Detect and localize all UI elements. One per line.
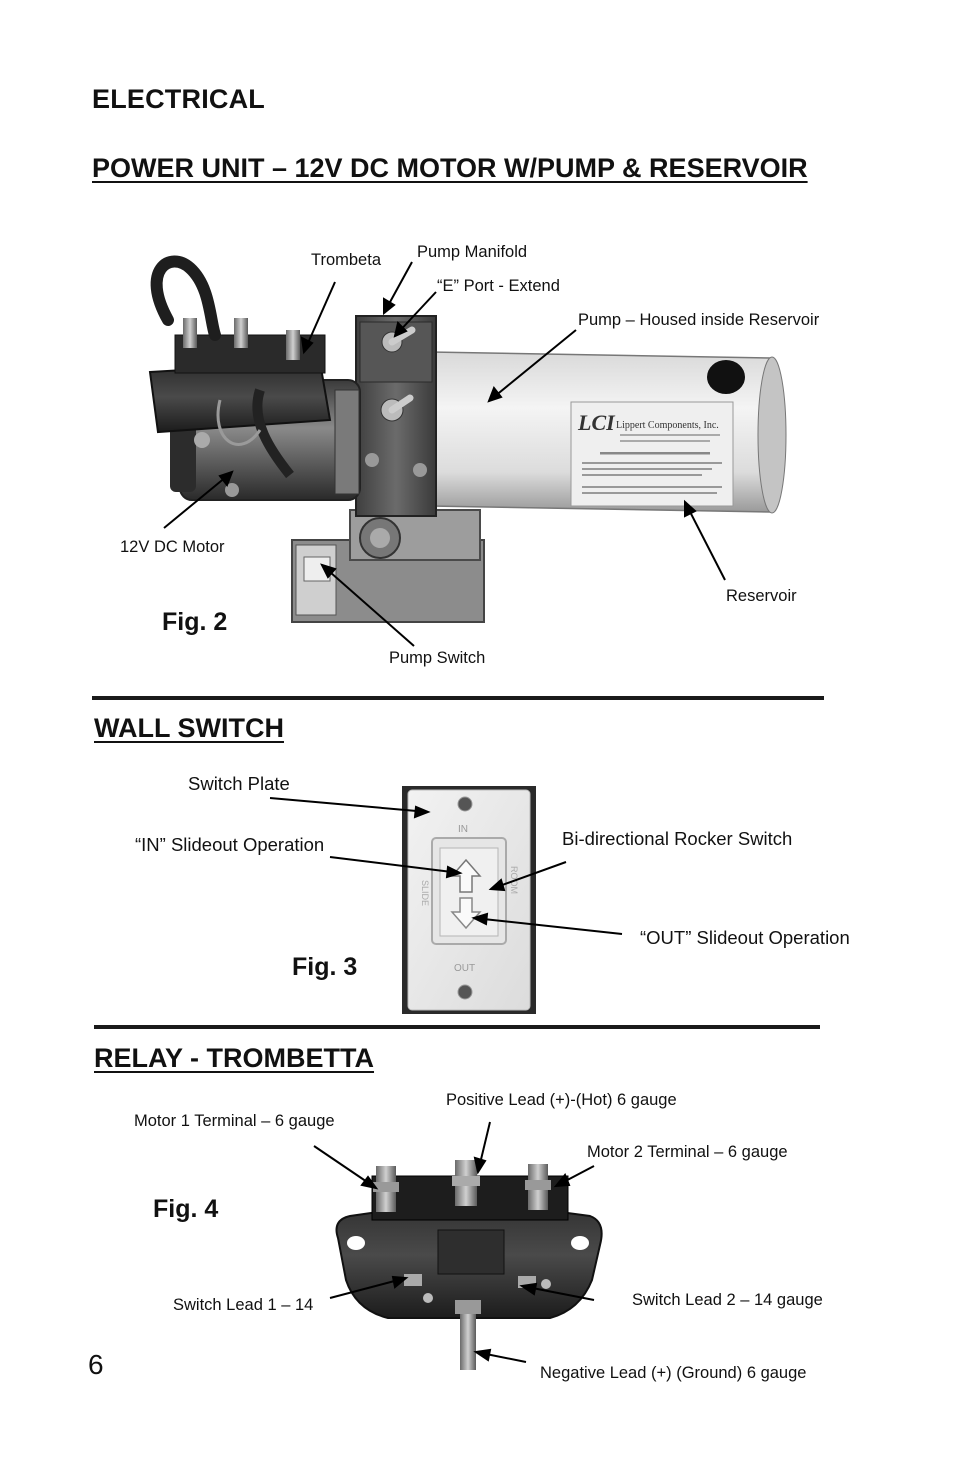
figure-4-label: Fig. 4 <box>153 1195 219 1223</box>
label-motor2-terminal: Motor 2 Terminal – 6 gauge <box>587 1143 788 1161</box>
lci-logo: LCI <box>577 410 616 435</box>
label-motor1-terminal: Motor 1 Terminal – 6 gauge <box>134 1112 335 1130</box>
label-negative-lead: Negative Lead (+) (Ground) 6 gauge <box>540 1364 807 1382</box>
power-unit-leaders <box>163 261 726 647</box>
label-reservoir: Reservoir <box>726 587 797 605</box>
label-rocker-switch: Bi-directional Rocker Switch <box>562 828 793 849</box>
label-out-operation: “OUT” Slideout Operation <box>640 927 850 948</box>
sticker-company: Lippert Components, Inc. <box>616 420 719 431</box>
section-title: ELECTRICAL <box>92 84 265 114</box>
label-switch-lead-2: Switch Lead 2 – 14 gauge <box>632 1291 823 1309</box>
relay-heading: RELAY - TROMBETTA <box>94 1043 375 1073</box>
relay-image <box>335 1160 603 1370</box>
page-number: 6 <box>88 1349 104 1380</box>
figure-2-label: Fig. 2 <box>162 608 228 636</box>
plate-in-text: IN <box>458 824 468 835</box>
label-motor: 12V DC Motor <box>120 538 225 556</box>
power-unit-image: LCI Lippert Components, Inc. <box>148 255 787 623</box>
divider-2 <box>94 1025 820 1029</box>
wall-switch-image: IN OUT SLIDE ROOM <box>402 786 536 1014</box>
label-e-port: “E” Port - Extend <box>437 277 560 295</box>
label-pump-manifold: Pump Manifold <box>417 243 528 261</box>
figure-3-label: Fig. 3 <box>292 953 358 981</box>
label-switch-plate: Switch Plate <box>188 773 290 794</box>
label-positive-lead: Positive Lead (+)-(Hot) 6 gauge <box>446 1091 677 1109</box>
label-in-operation: “IN” Slideout Operation <box>135 834 325 855</box>
relay-leaders <box>313 1121 595 1363</box>
wall-switch-leaders <box>269 797 623 935</box>
divider-1 <box>92 696 824 700</box>
plate-out-text: OUT <box>454 963 475 974</box>
label-pump-switch: Pump Switch <box>389 649 486 667</box>
label-trombeta: Trombeta <box>311 251 381 269</box>
plate-slide-text: SLIDE <box>420 880 430 906</box>
power-unit-heading: POWER UNIT – 12V DC MOTOR W/PUMP & RESER… <box>92 153 808 183</box>
label-pump-housed: Pump – Housed inside Reservoir <box>578 311 820 329</box>
label-switch-lead-1: Switch Lead 1 – 14 <box>173 1296 314 1314</box>
wall-switch-heading: WALL SWITCH <box>94 713 284 743</box>
